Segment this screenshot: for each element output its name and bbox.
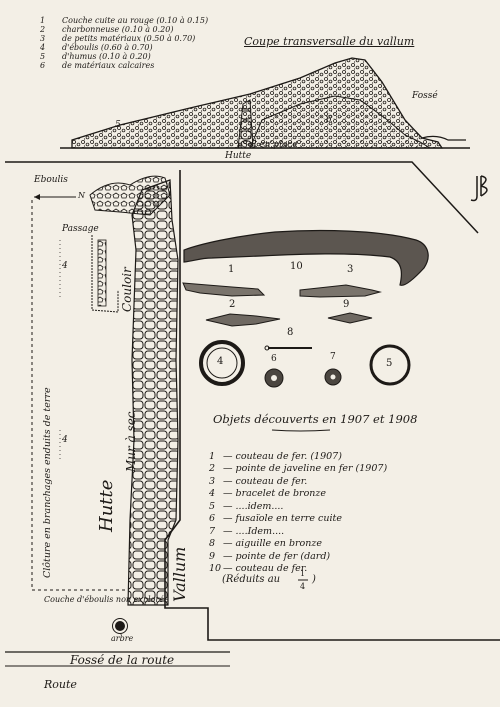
layer-legend: 1 Couche cuite au rouge (0.10 à 0.15) 2 ch… — [40, 16, 208, 70]
object-row-number: 1 — [209, 450, 216, 462]
knife-3-drawing — [299, 284, 382, 298]
layer-row: 6 de matériaux calcaires — [40, 61, 208, 70]
eboulis-label: Eboulis — [34, 175, 68, 185]
object-row-text: — couteau de fer. — [223, 563, 308, 575]
bracelet-4-drawing — [199, 340, 245, 386]
north-label: N — [78, 191, 85, 200]
vallum-label: Vallum — [170, 546, 189, 602]
object-row-text: — aiguille en bronze — [223, 538, 323, 550]
object-row-number: 2 — [209, 463, 216, 475]
layer-6-marker: 6 — [326, 115, 332, 125]
scale-denominator: 4 — [300, 582, 306, 591]
object-row-number: 3 — [209, 475, 216, 487]
object-row: 7 — ....Idem.... — [209, 525, 387, 538]
object-row: 5 — ....idem.... — [209, 500, 387, 513]
scale-note: (Réduits au — [222, 574, 281, 585]
object-row-number: 8 — [209, 538, 216, 550]
knife-10-drawing — [183, 229, 429, 286]
object-row-text: — ....Idem.... — [223, 525, 285, 537]
couloir-label: Couloir — [120, 267, 134, 312]
layer-text: charbonneuse (0.10 à 0.20) — [62, 25, 174, 34]
object-number: 2 — [229, 299, 236, 310]
spearhead-2-drawing — [205, 313, 281, 327]
spindle-whorl-6-drawing — [264, 368, 284, 388]
sol-label: Sol en place — [242, 140, 298, 150]
object-number: 10 — [290, 261, 303, 272]
object-row: 4 — bracelet de bronze — [209, 488, 387, 501]
monogram-mark — [470, 175, 488, 202]
layer-row: 4 d'éboulis (0.60 à 0.70) — [40, 43, 208, 52]
passage-label: Passage — [62, 224, 99, 234]
hutte-plan-label: Hutte — [96, 479, 117, 532]
object-row-text: — pointe de fer (dard) — [223, 550, 331, 562]
object-number: 1 — [228, 264, 235, 275]
object-row-number: 6 — [209, 513, 216, 525]
layer-number: 6 — [40, 61, 46, 70]
dimension-top-label: 4 — [62, 261, 68, 271]
fosse-route-label: Fossé de la route — [70, 653, 175, 667]
layer-row: 1 Couche cuite au rouge (0.10 à 0.15) — [40, 16, 208, 25]
object-row-text: — couteau de fer. (1907) — [223, 450, 342, 462]
layer-number: 4 — [40, 43, 46, 52]
layer-text: de petits matériaux (0.50 à 0.70) — [62, 34, 196, 43]
object-row: 1 — couteau de fer. (1907) — [209, 450, 387, 463]
object-number: 6 — [271, 354, 277, 364]
object-number: 9 — [343, 299, 350, 310]
cloture-label: Clôture en branchages enduits de terre — [42, 387, 53, 578]
object-row: 2 — pointe de javeline en fer (1907) — [209, 463, 387, 476]
vallum-cross-section — [60, 57, 470, 149]
mur-sec-label: Mur à sec — [124, 411, 138, 472]
object-number: 4 — [217, 356, 224, 367]
scale-numerator: 1 — [300, 569, 306, 578]
object-number: 3 — [347, 264, 354, 275]
object-row-text: — fusaïole en terre cuite — [223, 513, 342, 525]
object-number: 7 — [330, 352, 336, 362]
arbre-label: arbre — [111, 634, 134, 643]
bracelet-5-drawing — [369, 344, 411, 386]
fosse-label: Fossé — [412, 91, 438, 101]
layer-text: d'éboulis (0.60 à 0.70) — [62, 43, 153, 52]
knife-1-drawing — [182, 282, 266, 297]
object-row: 10— couteau de fer. — [209, 563, 387, 576]
objects-legend: 1 — couteau de fer. (1907) 2 — pointe de j… — [209, 450, 387, 575]
object-row-text: — pointe de javeline en fer (1907) — [223, 463, 388, 475]
layer-number: 1 — [40, 16, 46, 25]
objects-title: Objets découverts en 1907 et 1908 — [213, 412, 418, 426]
scale-close: ) — [312, 574, 316, 585]
layer-row: 5 d'humus (0.10 à 0.20) — [40, 52, 208, 61]
section-title: Coupe transversalle du vallum — [244, 35, 415, 48]
object-row: 9 — pointe de fer (dard) — [209, 550, 387, 563]
object-row-number: 7 — [209, 525, 216, 537]
object-row: 8 — aiguille en bronze — [209, 538, 387, 551]
layer-number: 2 — [40, 25, 46, 34]
object-row-number: 9 — [209, 550, 216, 562]
layer-row: 2 charbonneuse (0.10 à 0.20) — [40, 25, 208, 34]
layer-5-marker: 5 — [115, 120, 121, 130]
layer-text: d'humus (0.10 à 0.20) — [62, 52, 151, 61]
object-number: 8 — [287, 327, 294, 338]
route-label: Route — [44, 678, 77, 691]
object-number: 5 — [386, 358, 393, 369]
object-row-number: 4 — [209, 488, 216, 500]
dart-9-drawing — [327, 312, 373, 324]
object-row: 6 — fusaïole en terre cuite — [209, 513, 387, 526]
object-row: 3 — couteau de fer. — [209, 475, 387, 488]
object-row-text: — couteau de fer. — [223, 475, 308, 487]
spindle-whorl-7-drawing — [324, 368, 342, 386]
object-row-number: 10 — [209, 563, 222, 575]
object-row-number: 5 — [209, 500, 216, 512]
layer-text: de matériaux calcaires — [62, 61, 155, 70]
object-row-text: — ....idem.... — [223, 500, 284, 512]
hutte-section-label: Hutte — [225, 151, 252, 161]
layer-text: Couche cuite au rouge (0.10 à 0.15) — [62, 16, 209, 25]
couche-eboulis-label: Couche d'éboulis non explorée — [44, 595, 169, 604]
dimension-side-label: 4 — [62, 435, 68, 445]
layer-row: 3 de petits matériaux (0.50 à 0.70) — [40, 34, 208, 43]
object-row-text: — bracelet de bronze — [223, 488, 327, 500]
needle-8-drawing — [264, 345, 312, 351]
layer-number: 5 — [40, 52, 46, 61]
layer-number: 3 — [40, 34, 46, 43]
